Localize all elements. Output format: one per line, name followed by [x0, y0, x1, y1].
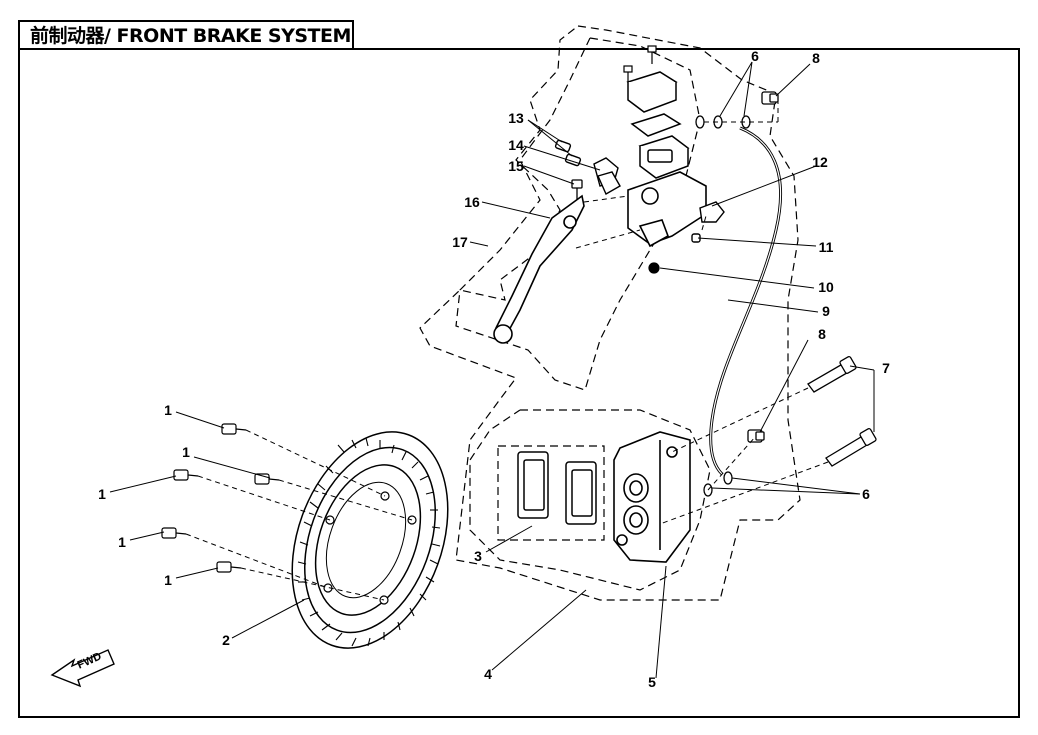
callout-brake-lever: 16 — [464, 194, 480, 210]
callout-brake-pads: 3 — [474, 548, 482, 564]
disc-vent-slots — [297, 437, 441, 647]
callout-caliper-bolts: 7 — [882, 360, 890, 376]
callout-disc-bolt: 1 — [164, 402, 172, 418]
bolt-guide-lines — [185, 429, 413, 601]
callout-clamp-bolts: 13 — [508, 110, 524, 126]
callout-brake-hose: 9 — [822, 303, 830, 319]
brake-pads — [517, 451, 597, 525]
callout-disc-bolt: 1 — [98, 486, 106, 502]
callout-disc-bolt: 1 — [182, 444, 190, 460]
master-cylinder-body — [627, 171, 707, 248]
callout-washer-lower: 6 — [862, 486, 870, 502]
master-cylinder-group-outline — [419, 25, 801, 601]
callout-disc-bolt: 1 — [118, 534, 126, 550]
callout-disc-bolt: 1 — [164, 572, 172, 588]
callout-master-cylinder-assembly: 17 — [452, 234, 468, 250]
callout-caliper-assembly: 4 — [484, 666, 492, 682]
handlebar-clamp — [554, 139, 621, 195]
dust-boot — [648, 262, 660, 274]
pad-group-outline — [497, 445, 605, 541]
disc-mount-holes — [323, 491, 417, 605]
leader-lines — [109, 61, 875, 679]
callout-brake-light-switch: 12 — [812, 154, 828, 170]
caliper-bolt-guides — [659, 387, 829, 525]
callout-clamp: 14 — [508, 137, 524, 153]
callout-pivot-bolt: 15 — [508, 158, 524, 174]
caliper-mount-bolts — [807, 356, 877, 467]
callout-washer-upper: 6 — [751, 48, 759, 64]
brake-caliper — [613, 431, 691, 563]
banjo-bolts — [747, 91, 779, 443]
title-box — [18, 20, 354, 50]
fwd-arrow-icon — [50, 649, 115, 688]
brake-disc — [291, 431, 449, 649]
crush-washers — [695, 115, 751, 497]
callout-banjo-bolt-upper: 8 — [812, 50, 820, 66]
callout-caliper: 5 — [648, 674, 656, 690]
reservoir-cap-screws — [623, 45, 657, 82]
disc-bolts — [161, 423, 280, 573]
brake-lever — [493, 194, 585, 344]
callout-dust-boot: 10 — [818, 279, 834, 295]
washer-guides — [704, 100, 779, 491]
callout-switch-screw: 11 — [818, 239, 834, 255]
page-title: 前制动器/ FRONT BRAKE SYSTEM — [30, 25, 351, 47]
outer-border — [18, 48, 1020, 718]
callout-banjo-bolt-lower: 8 — [818, 326, 826, 342]
caliper-group-outline — [469, 409, 711, 591]
callout-brake-disc: 2 — [222, 632, 230, 648]
brake-hose — [709, 126, 782, 476]
lever-guide-lines — [575, 195, 707, 249]
master-cylinder-reservoir — [626, 71, 690, 179]
